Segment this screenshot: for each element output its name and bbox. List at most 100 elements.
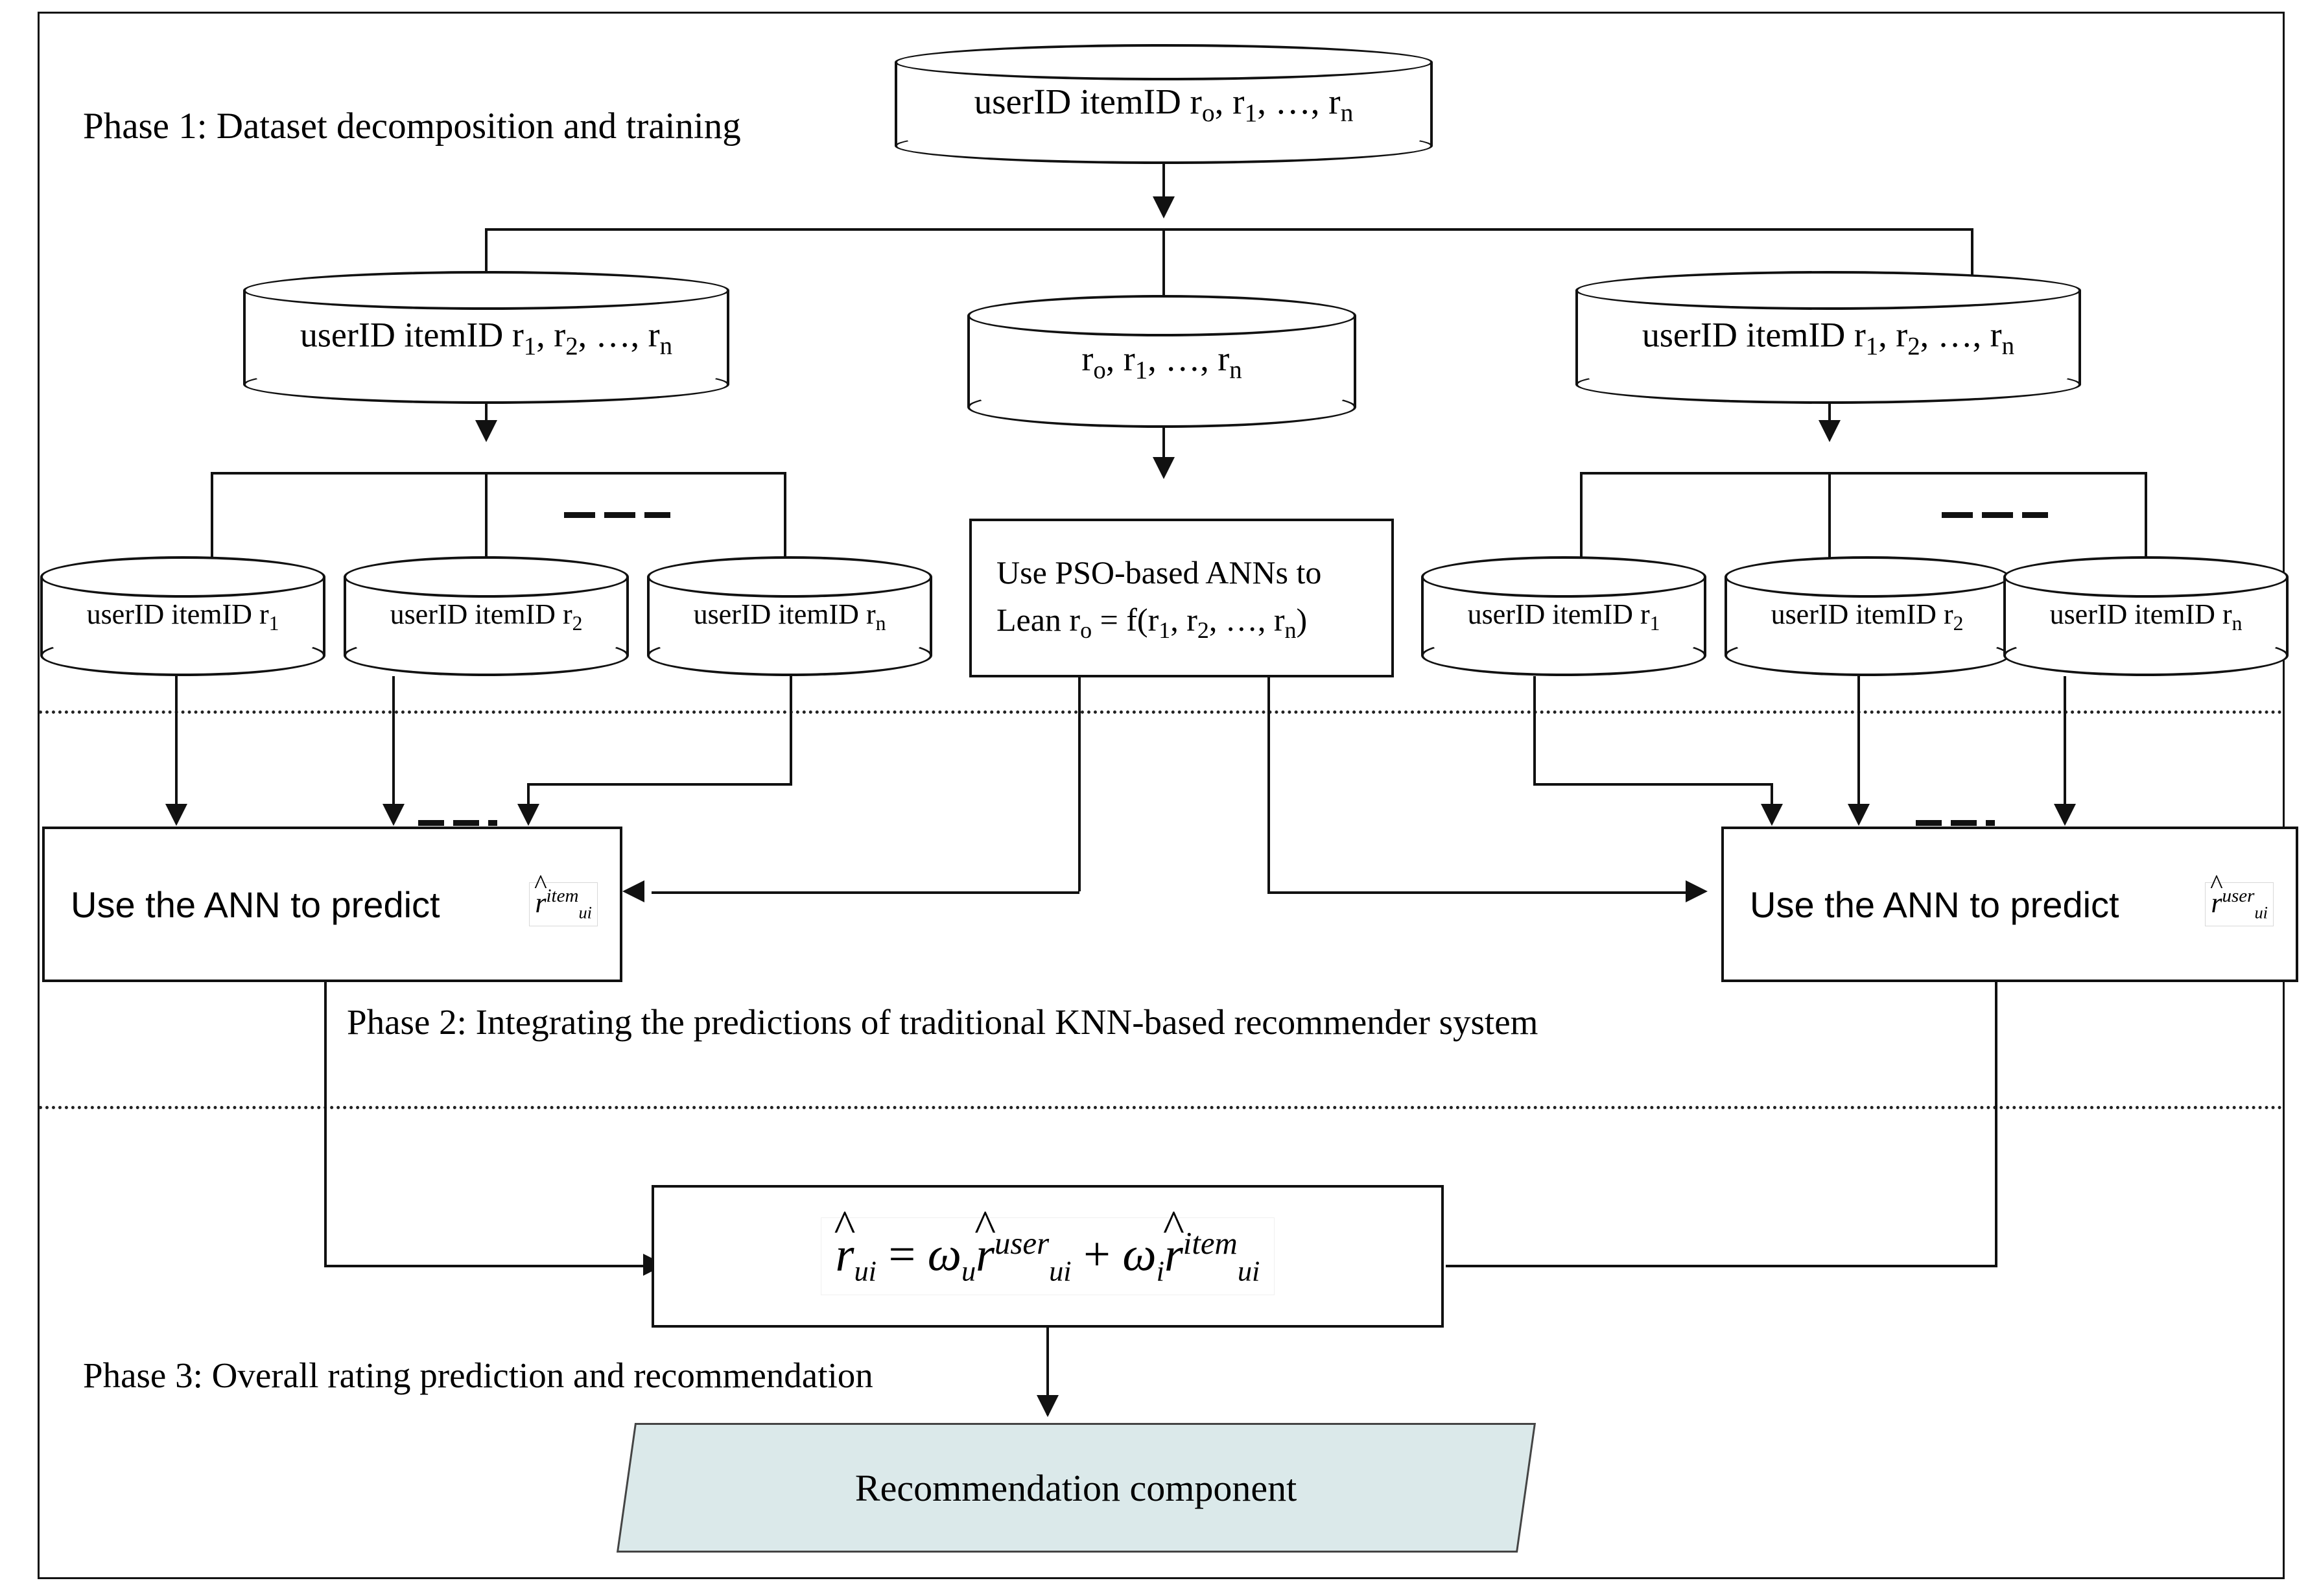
label-prefix: userID itemID — [1467, 598, 1633, 630]
r-hat-user: ^r — [2210, 870, 2223, 919]
pso-sub-1: 1 — [1159, 616, 1171, 643]
plus-sign: + — [1083, 1228, 1111, 1282]
sup-item-term: item — [1183, 1225, 1238, 1262]
connector-left-shardn-drop — [527, 783, 530, 809]
cylinder-top — [40, 556, 325, 598]
pso-sep-1: , — [1170, 601, 1187, 638]
pso-line-2: Lean ro = f(r1, r2, …, rn) — [996, 596, 1307, 647]
ann-user-label: Use the ANN to predict — [1750, 884, 2119, 925]
label-prefix: userID itemID — [2049, 598, 2215, 630]
arrowhead-root-down — [1153, 196, 1175, 218]
pso-lean-prefix: Lean r — [996, 601, 1081, 638]
cylinder-label: ro, r1, …, rn — [967, 338, 1356, 384]
label-prefix: userID itemID — [300, 315, 504, 355]
pso-sub-2: 2 — [1197, 616, 1209, 643]
label-prefix: userID itemID — [86, 598, 252, 630]
connector-right-shard-drop-1 — [1580, 472, 1583, 557]
cylinder-bottom — [40, 635, 325, 676]
r-sub-o: o — [1201, 98, 1215, 127]
connector-left-dataset-down — [485, 404, 488, 428]
sep-1: , — [1105, 339, 1124, 379]
connector-left-shard2-down — [392, 676, 395, 809]
r-term: r — [866, 598, 876, 630]
overall-formula-inner: ^rui = ωu^ruserui + ωi^ritemui — [654, 1188, 1441, 1325]
ann-user-predict-box: Use the ANN to predict ^ruserui — [1721, 827, 2298, 982]
pso-sep-3: , — [1257, 601, 1274, 638]
cylinder-bottom — [1725, 635, 2010, 676]
cylinder-top — [1575, 271, 2081, 310]
r-term-1: r — [1854, 315, 1866, 355]
cylinder-right-shard-n: userID itemID rn — [2003, 556, 2289, 676]
r-sub-1: 1 — [1135, 355, 1148, 384]
hat-accent: ^ — [2210, 870, 2223, 900]
r-term-n: r — [1218, 339, 1230, 379]
r-term: r — [1190, 81, 1202, 121]
sub-ui: ui — [578, 902, 592, 922]
r-sub-2: 2 — [565, 331, 578, 360]
sub-ui-user: ui — [1049, 1254, 1072, 1287]
arrowhead-left-ann-in-n — [517, 804, 539, 826]
hat-accent: ^ — [974, 1201, 996, 1252]
cylinder-label: userID itemID r2 — [1725, 598, 2010, 635]
pso-box-inner: Use PSO-based ANNs to Lean ro = f(r1, r2… — [972, 521, 1391, 675]
arrowhead-right-ann-in-1 — [1761, 804, 1783, 826]
connector-right-shard1-elbow — [1533, 783, 1773, 786]
sup-item: item — [546, 886, 579, 907]
ann-item-inner: Use the ANN to predict ^ritemui — [45, 829, 620, 980]
phase-3-label: Phase 3: Overall rating prediction and r… — [83, 1355, 873, 1395]
r-term-2: r — [554, 315, 566, 355]
diagram-outer-border — [38, 12, 2285, 1579]
omega-u-sub: u — [961, 1254, 976, 1287]
connector-level1-bus — [485, 228, 1973, 231]
r-sub-1: 1 — [523, 331, 537, 360]
sub-ui-lhs: ui — [854, 1254, 877, 1287]
cylinder-left-shard-2: userID itemID r2 — [344, 556, 629, 676]
cylinder-top — [2003, 556, 2289, 598]
connector-formula-down — [1046, 1328, 1049, 1415]
pso-close-paren: ) — [1296, 601, 1308, 638]
pso-ann-box: Use PSO-based ANNs to Lean ro = f(r1, r2… — [969, 519, 1394, 677]
cylinder-label: userID itemID rn — [647, 598, 932, 635]
sep-2: , — [1257, 81, 1275, 121]
cylinder-left-shard-1: userID itemID r1 — [40, 556, 325, 676]
label-prefix: userID itemID — [1771, 598, 1937, 630]
equals-sign: = — [888, 1228, 916, 1282]
sep-3: , — [630, 315, 648, 355]
label-prefix: userID itemID — [390, 598, 556, 630]
omega-i-sub: i — [1156, 1254, 1164, 1287]
arrowhead-right-ann-in-n — [2054, 804, 2076, 826]
cylinder-root-dataset: userID itemID ro, r1, …, rn — [895, 44, 1433, 164]
cylinder-right-shard-1: userID itemID r1 — [1421, 556, 1706, 676]
r-hat-item-term: ^r — [1162, 1201, 1184, 1282]
connector-bus-drop-left — [485, 228, 488, 275]
sub-ui-item: ui — [1237, 1254, 1260, 1287]
cylinder-top — [647, 556, 932, 598]
pso-eq-f: = f(r — [1092, 601, 1159, 638]
sep-3: , — [1310, 81, 1329, 121]
connector-pso-right-down — [1267, 677, 1270, 891]
cylinder-middle-dataset: ro, r1, …, rn — [967, 295, 1356, 428]
cylinder-bottom — [967, 386, 1356, 428]
cylinder-label: userID itemID r2 — [344, 598, 629, 635]
ann-user-inner: Use the ANN to predict ^ruserui — [1724, 829, 2296, 980]
r-term-n: r — [648, 315, 660, 355]
cylinder-bottom — [895, 128, 1433, 164]
r-term: r — [2222, 598, 2232, 630]
sup-user-term: user — [994, 1225, 1050, 1262]
r-sub-2: 2 — [1953, 611, 1964, 635]
pso-sub-o: o — [1080, 616, 1092, 643]
cylinder-label: userID itemID r1, r2, …, rn — [243, 314, 729, 360]
phase-separator-2 — [39, 1106, 2283, 1109]
r-term: r — [1943, 598, 1953, 630]
connector-left-shardn-down — [790, 676, 792, 783]
r-hat-item: ^r — [534, 870, 547, 919]
pso-r-2: r — [1186, 601, 1197, 638]
r-term-n: r — [1328, 81, 1341, 121]
r-sub-n: n — [875, 611, 886, 635]
hat-accent: ^ — [834, 1201, 856, 1252]
cylinder-bottom — [2003, 635, 2289, 676]
sep-2: , — [1148, 339, 1166, 379]
connector-pso-left-elbow — [652, 891, 1079, 894]
cylinder-bottom — [1575, 365, 2081, 404]
